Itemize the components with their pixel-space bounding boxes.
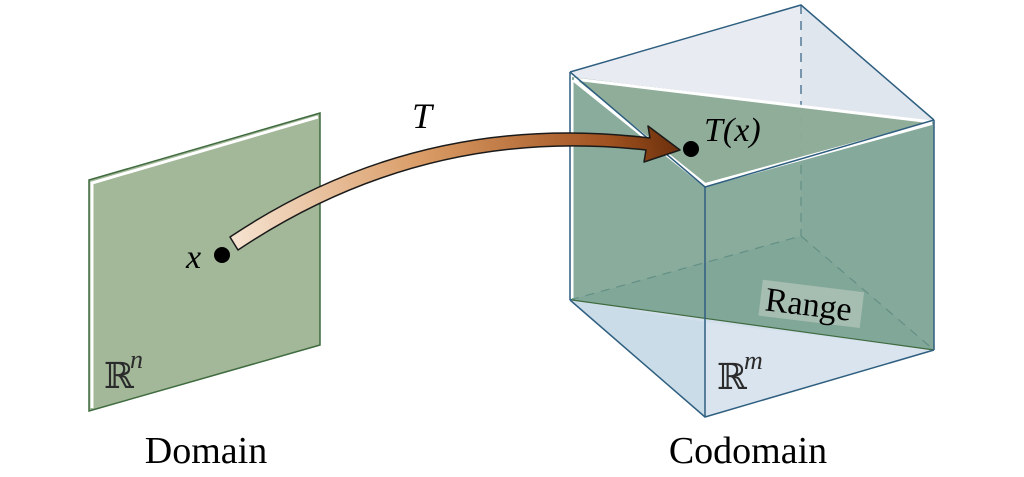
codomain-space-symbol: ℝ [717, 357, 748, 397]
codomain-label: Codomain [669, 430, 827, 472]
image-label: T(x) [704, 112, 761, 149]
codomain-box-front [569, 4, 935, 418]
domain-space-exponent: n [130, 345, 143, 374]
domain-space-label: ℝ n [104, 345, 143, 396]
codomain-space-label: ℝ m [717, 346, 763, 397]
transformation-arrow [229, 125, 681, 251]
point-x [214, 247, 230, 263]
point-x-label: x [185, 239, 201, 276]
codomain-space-exponent: m [744, 346, 763, 375]
domain-plane [88, 112, 321, 412]
map-label: T [412, 96, 435, 136]
domain-label: Domain [145, 430, 267, 472]
domain-space-symbol: ℝ [104, 356, 135, 396]
point-tx [683, 141, 699, 157]
